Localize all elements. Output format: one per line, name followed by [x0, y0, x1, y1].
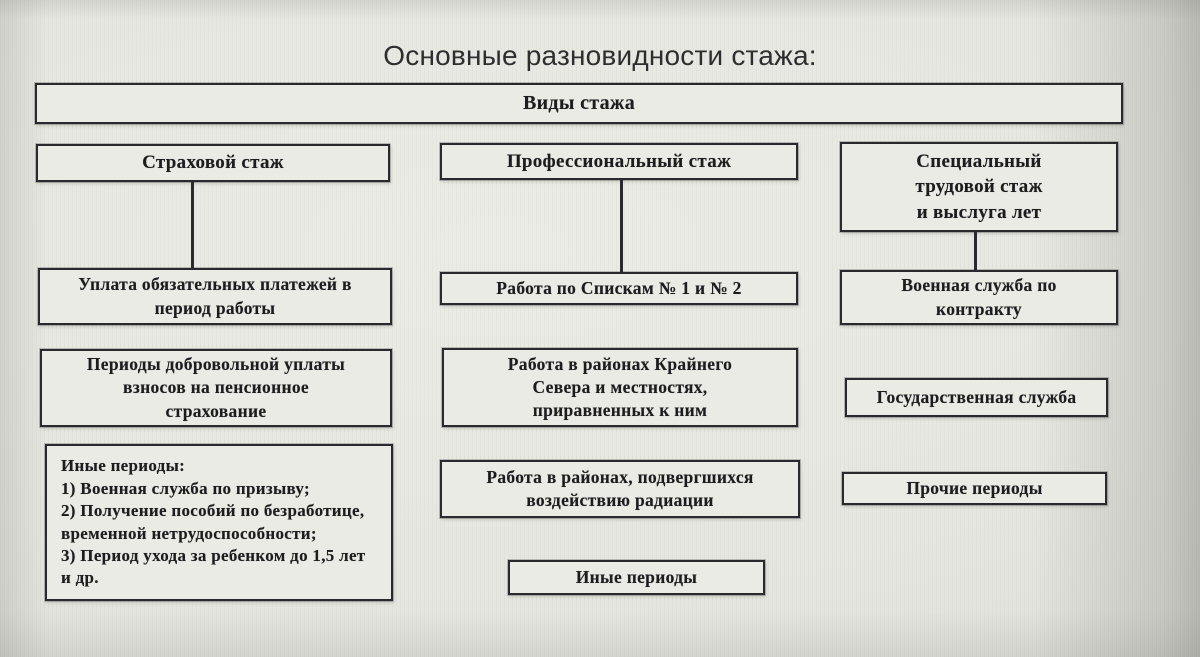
page-title: Основные разновидности стажа: [383, 40, 817, 71]
root-box-vidy-stazha: Виды стажа [35, 83, 1123, 124]
insurance-column-header: Страховой стаж [36, 144, 390, 182]
professional-connector-line [620, 179, 623, 273]
professional-column-header: Профессиональный стаж [440, 143, 798, 180]
work-lists-1-2-box: Работа по Спискам № 1 и № 2 [440, 272, 798, 305]
special-column-header: Специальный трудовой стаж и выслуга лет [840, 142, 1118, 232]
state-service-box: Государственная служба [845, 378, 1108, 417]
voluntary-contributions-box: Периоды добровольной уплаты взносов на п… [40, 349, 392, 427]
other-periods-box: Иные периоды [508, 560, 765, 595]
mandatory-payments-box: Уплата обязательных платежей в период ра… [38, 268, 392, 325]
list-line: 2) Получение пособий по безработице, вре… [61, 501, 365, 543]
other-periods-list-box: Иные периоды: 1) Военная служба по призы… [45, 444, 393, 601]
list-line: 3) Период ухода за ребенком до 1,5 лет и… [61, 545, 366, 588]
radiation-areas-work-box: Работа в районах, подвергшихся воздейств… [440, 460, 800, 518]
far-north-work-box: Работа в районах Крайнего Севера и местн… [442, 348, 798, 427]
special-connector-line [974, 231, 977, 271]
military-contract-service-box: Военная служба по контракту [840, 270, 1118, 325]
list-line: Иные периоды: [61, 456, 186, 476]
list-line: 1) Военная служба по призыву; [61, 478, 310, 498]
insurance-connector-line [191, 181, 194, 269]
misc-periods-box: Прочие периоды [842, 472, 1107, 505]
